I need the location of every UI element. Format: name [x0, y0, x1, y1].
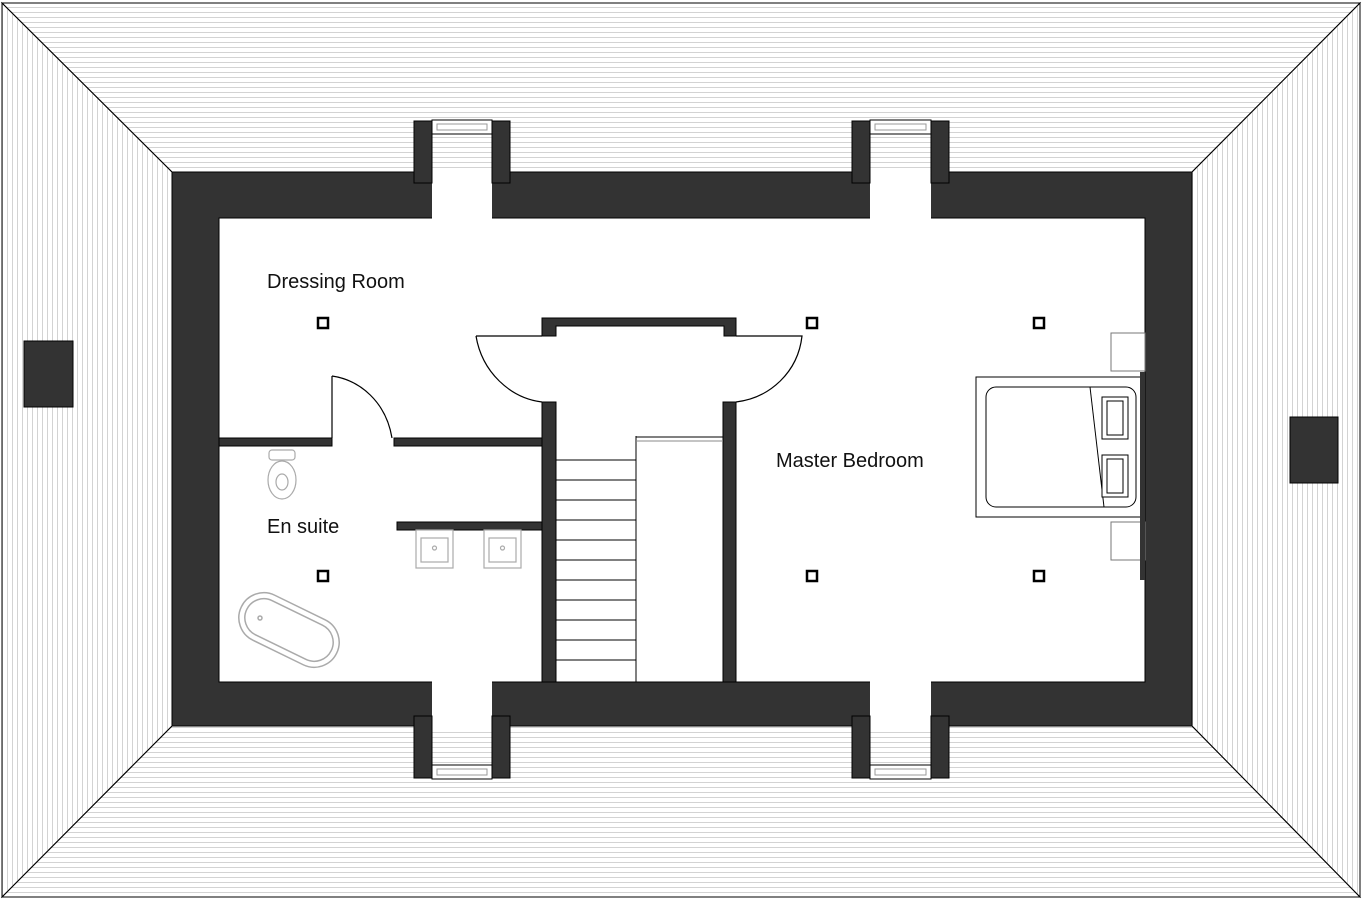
ceiling-light [316, 316, 330, 330]
washbasin-left [415, 529, 454, 569]
dormer-bottom-right [851, 680, 950, 780]
landing-curve [475, 335, 803, 403]
dormer-window [431, 764, 493, 780]
ceiling-light [805, 316, 819, 330]
mattress [985, 386, 1137, 508]
bathtub [238, 591, 340, 669]
ceiling-light [805, 569, 819, 583]
dormer-bottom-left [413, 680, 511, 780]
chimney-right [1289, 416, 1339, 484]
partition-dressing-ensuite-right [393, 437, 545, 447]
chimney-left [23, 340, 74, 408]
ensuite-door [331, 375, 393, 439]
ceiling-light [316, 569, 330, 583]
bedside-table-bottom [1110, 521, 1146, 561]
stair-wall-right [722, 401, 737, 683]
internal-walls [218, 317, 737, 683]
dormer-top-right [851, 119, 950, 220]
staircase [556, 436, 723, 682]
dormer-top-left [413, 119, 511, 220]
room-label-en-suite: En suite [267, 516, 339, 538]
room-label-dressing-room: Dressing Room [267, 271, 405, 293]
partition-dressing-ensuite-left [218, 437, 333, 447]
dormers [413, 119, 950, 780]
ceiling-light [1032, 569, 1046, 583]
bedside-table-top [1110, 332, 1146, 372]
landing-balustrade [541, 317, 737, 337]
roof-slope-top [0, 2, 1362, 173]
washbasin-right [483, 529, 522, 569]
partition-ensuite-vanity [396, 521, 545, 531]
dormer-window [869, 764, 932, 780]
toilet [267, 449, 297, 500]
ceiling-lights [316, 316, 1046, 583]
dormer-window [431, 119, 493, 135]
ceiling-light [1032, 316, 1046, 330]
stair-wall-left [541, 401, 557, 683]
dormer-window [869, 119, 932, 135]
roof-slope-bottom [0, 725, 1362, 898]
room-label-master-bedroom: Master Bedroom [776, 450, 924, 472]
double-bed [975, 332, 1146, 580]
